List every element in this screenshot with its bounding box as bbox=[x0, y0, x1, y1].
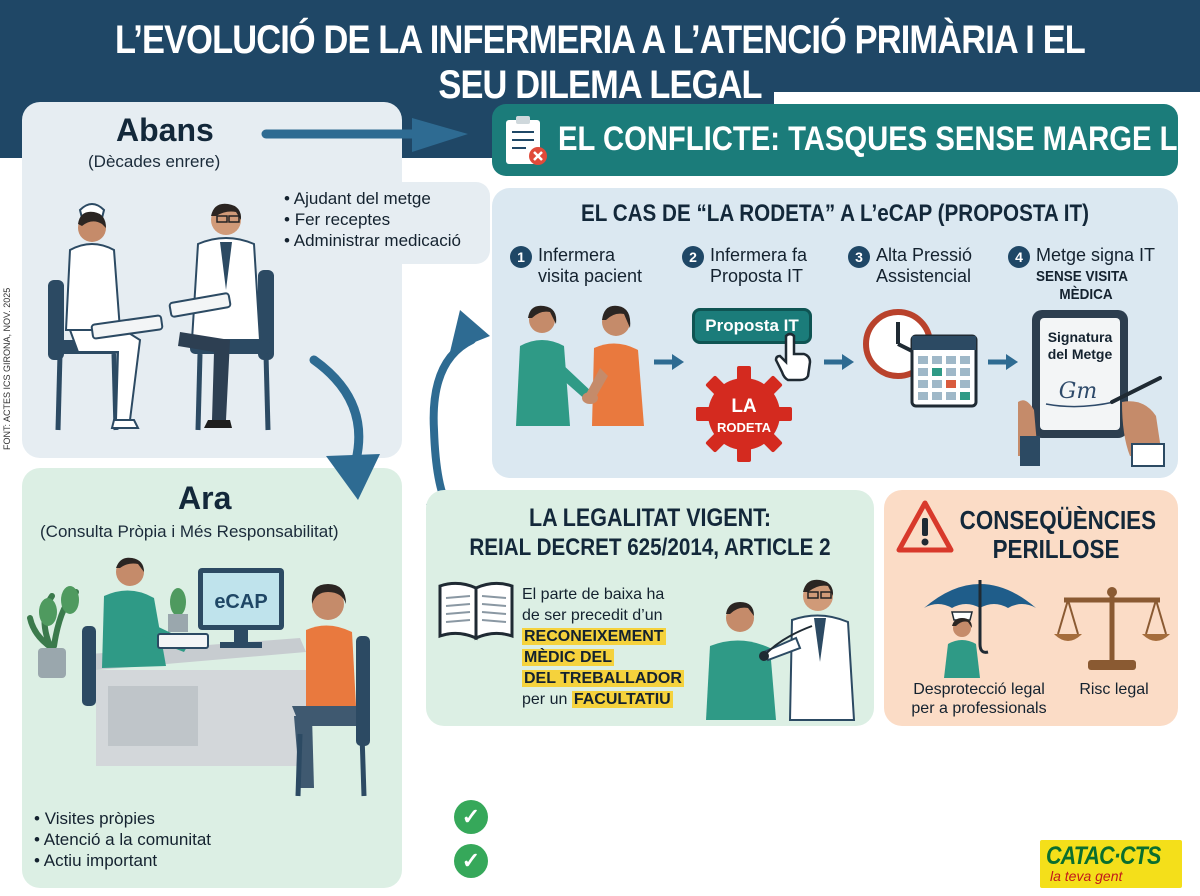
abans-bullet-list: Ajudant del metge Fer receptes Administr… bbox=[284, 188, 461, 251]
abans-subtitle: (Dècades enrere) bbox=[88, 152, 221, 171]
ara-bullet: Atenció a la comunitat bbox=[34, 829, 211, 850]
ecap-screen-label: eCAP bbox=[214, 591, 267, 613]
consequences-title-line: PERILLOSE bbox=[992, 534, 1120, 564]
conflict-banner bbox=[492, 104, 1178, 176]
legal-highlight: RECONEIXEMENT bbox=[522, 628, 666, 645]
flow-arrow-abans-to-ara bbox=[309, 355, 380, 500]
consequences-title-line: CONSEQÜÈNCIES bbox=[959, 505, 1156, 535]
flow-arrow-abans-to-conflict bbox=[261, 118, 468, 152]
check-icon: ✓ bbox=[454, 800, 488, 834]
demand-item: ESTABLIMENT DE CIRCUITS LEGALS ADEQUATS bbox=[502, 844, 1049, 875]
catac-cts-logo bbox=[1040, 840, 1182, 888]
ara-consultation-illustration: eCAP bbox=[27, 557, 370, 797]
consequence-label-line: per a professionals bbox=[911, 700, 1047, 717]
nurse-visits-patient-illustration bbox=[516, 305, 644, 426]
ara-subtitle: (Consulta Pròpia i Més Responsabilitat) bbox=[40, 522, 339, 541]
step-line: Assistencial bbox=[876, 266, 972, 286]
rodeta-title: EL CAS DE “LA RODETA” A L’eCAP (PROPOSTA… bbox=[580, 200, 1090, 227]
check-icon: ✓ bbox=[454, 844, 488, 878]
step-2-text: Infermera fa Proposta IT bbox=[710, 245, 807, 287]
signature-scribble: Gm bbox=[1059, 379, 1097, 404]
legal-line: per un bbox=[522, 691, 568, 708]
scales-of-justice-icon bbox=[1054, 587, 1170, 670]
step-line: Proposta IT bbox=[710, 266, 804, 286]
arrow-right-icon bbox=[824, 354, 854, 370]
clipboard-icon bbox=[506, 116, 547, 165]
abans-bullet: Ajudant del metge bbox=[284, 188, 461, 209]
tablet-signature-illustration: Signatura del Metge Gm bbox=[1018, 310, 1165, 467]
abans-title: Abans bbox=[116, 112, 214, 148]
step-line: visita pacient bbox=[538, 266, 643, 286]
page-title: L’EVOLUCIÓ DE LA INFERMERIA A L’ATENCIÓ … bbox=[115, 18, 1086, 107]
step-line: Metge signa IT bbox=[1036, 245, 1156, 265]
arrow-right-icon bbox=[988, 354, 1018, 370]
signature-label-line1: Signatura bbox=[1048, 329, 1113, 345]
clock-calendar-icon bbox=[863, 309, 978, 408]
open-book-icon bbox=[438, 581, 514, 641]
legal-line: El parte de baixa ha bbox=[522, 586, 665, 603]
source-note: FONT: ACTES ICS GIRONA, NOV. 2025 bbox=[2, 287, 12, 450]
legal-highlight: FACULTATIU bbox=[571, 691, 673, 708]
pointer-hand-icon bbox=[774, 332, 812, 382]
abans-bullet: Fer receptes bbox=[284, 209, 461, 230]
step-line: MÈDICA bbox=[1059, 286, 1113, 303]
legal-title-line2: REIAL DECRET 625/2014, ARTICLE 2 bbox=[469, 534, 831, 561]
ara-title: Ara bbox=[178, 480, 232, 516]
step-line: Alta Pressió bbox=[876, 245, 973, 265]
consequence-label-line: Desprotecció legal bbox=[913, 681, 1045, 698]
step-line: Infermera fa bbox=[710, 245, 808, 265]
legal-line: de ser precedit d’un bbox=[522, 607, 663, 624]
step-3-text: Alta Pressió Assistencial bbox=[876, 245, 972, 287]
consequence-label-unprotection: Desprotecció legal per a professionals bbox=[894, 680, 1064, 718]
logo-name: CATAC·CTS bbox=[1046, 842, 1161, 870]
legal-title-line1: LA LEGALITAT VIGENT: bbox=[528, 504, 772, 532]
nurse-doctor-illustration bbox=[48, 203, 274, 431]
legal-article-text: El parte de baixa ha de ser precedit d’u… bbox=[522, 584, 684, 710]
step-4-emphasis: SENSE VISITA MÈDICA bbox=[1036, 268, 1128, 304]
doctor-examines-patient-illustration bbox=[706, 579, 856, 721]
step-line: SENSE VISITA bbox=[1036, 268, 1129, 285]
proposta-it-label: Proposta IT bbox=[705, 316, 799, 335]
step-number: 2 bbox=[682, 246, 704, 268]
arrow-right-icon bbox=[654, 354, 684, 370]
gear-label-line1: LA bbox=[731, 396, 757, 417]
demands-title: CATAC-CTS DEMANA: bbox=[454, 758, 758, 795]
demand-item: ANUL·LACIÓ IMMEDIATA DE “LA RODETA” D’IT… bbox=[502, 800, 1167, 831]
legal-highlight: MÈDIC DEL bbox=[522, 649, 614, 666]
header-bar: L’EVOLUCIÓ DE LA INFERMERIA A L’ATENCIÓ … bbox=[0, 0, 1200, 107]
gear-label-line2: RODETA bbox=[717, 420, 772, 435]
signature-label-line2: del Metge bbox=[1048, 346, 1113, 362]
conflict-title: EL CONFLICTE: TASQUES SENSE MARGE LEGAL bbox=[558, 120, 1200, 158]
step-number: 1 bbox=[510, 246, 532, 268]
abans-bullet: Administrar medicació bbox=[284, 230, 461, 251]
legal-highlight: DEL TREBALLADOR bbox=[522, 670, 684, 687]
ara-bullet: Visites pròpies bbox=[34, 808, 211, 829]
consequences-title: CONSEQÜÈNCIES PERILLOSE bbox=[959, 505, 1156, 564]
rodeta-gear-icon: LA RODETA bbox=[696, 366, 792, 462]
ara-bullet-list: Visites pròpies Atenció a la comunitat A… bbox=[34, 808, 211, 871]
ara-bullet: Actiu important bbox=[34, 850, 211, 871]
warning-icon bbox=[896, 500, 954, 553]
step-1-text: Infermera visita pacient bbox=[538, 245, 642, 287]
step-number: 4 bbox=[1008, 246, 1030, 268]
logo-tagline: la teva gent bbox=[1050, 868, 1123, 884]
consequence-label-legal-risk: Risc legal bbox=[1079, 681, 1149, 698]
umbrella-nurse-icon bbox=[924, 580, 1036, 678]
step-4-text: Metge signa IT bbox=[1036, 245, 1155, 266]
step-line: Infermera bbox=[538, 245, 616, 265]
step-number: 3 bbox=[848, 246, 870, 268]
